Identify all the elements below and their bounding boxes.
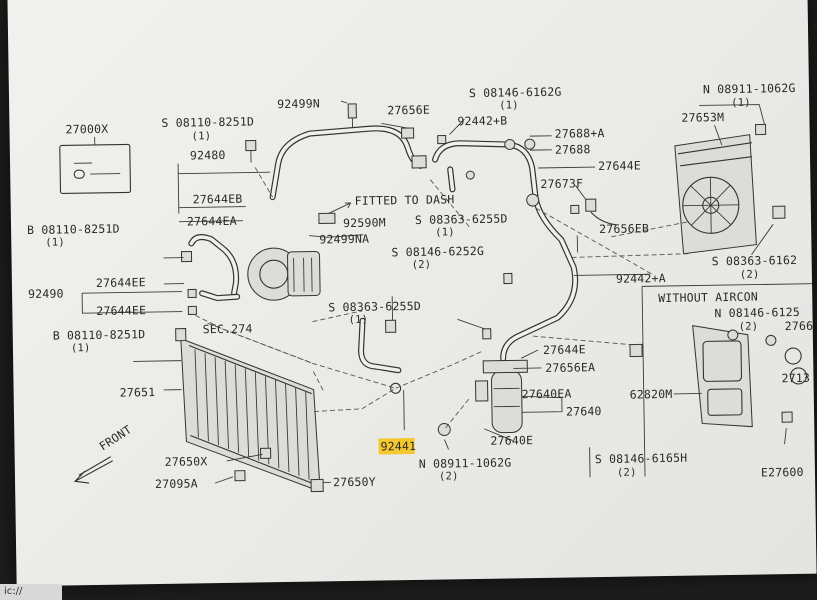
condenser-fin: [244, 368, 250, 457]
label-2766: 2766: [785, 319, 814, 333]
label-27673f: 27673F: [540, 176, 583, 191]
label-27650x: 27650X: [165, 454, 208, 469]
label-92441: 92441: [380, 439, 416, 454]
dashed-leader-lines: [195, 167, 692, 430]
label-s08363-6162-right: S 08363-6162: [712, 253, 798, 268]
label-sec274: SEC.274: [203, 322, 253, 337]
label-27640ea: 27640EA: [522, 387, 572, 402]
parts-diagram-sheet: 27000X: [7, 0, 817, 587]
label-92499na: 92499NA: [319, 232, 369, 247]
label-27656e-top: 27656E: [387, 103, 430, 118]
label-92442b: 92442+B: [457, 113, 507, 128]
qty-s08363-6255d-mid: (1): [348, 314, 368, 326]
condenser-fin: [194, 349, 199, 438]
fitted-to-dash-arrow: [318, 202, 352, 224]
qty-s08146-6252g: (2): [412, 259, 432, 271]
condenser-fin: [214, 357, 219, 446]
label-27656eb: 27656EB: [599, 221, 649, 236]
label-b08110-8251d-bot: B 08110-8251D: [53, 327, 146, 342]
leader-lines: [81, 100, 813, 484]
condenser-fin: [305, 391, 310, 480]
qty-b08110-8251d-bot: (1): [71, 342, 91, 354]
label-fitted-to-dash: FITTED TO DASH: [355, 192, 455, 208]
label-27650y: 27650Y: [333, 475, 376, 490]
label-27651: 27651: [120, 385, 156, 400]
photo-viewport: 27000X: [7, 0, 817, 587]
label-27095a: 27095A: [155, 476, 198, 491]
label-s08146-6252g: S 08146-6252G: [391, 244, 484, 259]
condenser-27651: [175, 328, 324, 493]
label-27640: 27640: [566, 404, 602, 419]
qty-b08110-8251d-left: (1): [45, 236, 65, 248]
label-b08110-8251d-left: B 08110-8251D: [27, 222, 120, 237]
label-e27600: E27600: [761, 465, 804, 480]
qty-n08146-6125: (2): [739, 321, 759, 333]
label-plate-27000x: [59, 143, 132, 195]
condenser-fin: [295, 387, 300, 476]
label-without-aircon: WITHOUT AIRCON: [658, 290, 758, 306]
label-s08363-6255d-top: S 08363-6255D: [415, 211, 508, 226]
label-27640e: 27640E: [490, 433, 533, 448]
heater-unit-62820m: [692, 324, 808, 428]
label-27644eb: 27644EB: [193, 192, 243, 207]
fittings-top: [245, 134, 617, 226]
label-27656ea: 27656EA: [545, 360, 595, 375]
label-27688a: 27688+A: [555, 126, 605, 141]
condenser-fin: [254, 372, 260, 461]
parts-diagram: 27000X: [27, 81, 814, 493]
label-92499n: 92499N: [277, 96, 320, 111]
label-62820m: 62820M: [630, 387, 673, 402]
qty-n08911-1062g-bot: (2): [439, 470, 459, 482]
label-front: FRONT: [97, 422, 135, 453]
status-bar: ic://: [0, 584, 62, 600]
compressor-sec274: [180, 234, 321, 316]
label-27644ee-b: 27644EE: [96, 303, 146, 318]
front-arrow-icon: [73, 456, 113, 484]
label-n08911-1062g-top: N 08911-1062G: [703, 81, 796, 96]
qty-s08363-6162-right: (2): [740, 269, 760, 281]
receiver-drier-27640: [437, 272, 643, 437]
highlight-marker: [378, 437, 415, 455]
label-n08146-6125: N 08146-6125: [714, 305, 800, 320]
label-2713: 2713: [781, 371, 810, 385]
pipe-92441: [358, 317, 402, 394]
label-27000x: 27000X: [65, 122, 108, 137]
label-92442a: 92442+A: [616, 271, 666, 286]
label-s08110-8251d-top: S 08110-8251D: [161, 114, 254, 129]
label-27688: 27688: [555, 142, 591, 157]
pipe-92442b: [432, 138, 579, 362]
qty-s08146-6165h: (2): [617, 466, 637, 478]
condenser-fin: [234, 364, 240, 453]
hose-92480: [269, 103, 427, 201]
condenser-fin: [204, 353, 209, 442]
label-27644ee-a: 27644EE: [96, 275, 146, 290]
evaporator-unit-27653m: [674, 123, 786, 255]
label-n08911-1062g-bot: N 08911-1062G: [419, 455, 512, 470]
condenser-fin: [285, 383, 290, 472]
label-27644ea: 27644EA: [187, 214, 237, 229]
qty-s08146-6162g: (1): [499, 99, 519, 111]
part-labels: S 08110-8251D (1) 92499N 92480 27644EB 2…: [27, 81, 814, 491]
label-92480: 92480: [190, 148, 226, 163]
label-92590m: 92590M: [343, 215, 386, 230]
qty-n08911-1062g-top: (1): [731, 97, 751, 109]
qty-s08363-6255d-top: (1): [435, 226, 455, 238]
label-s08146-6165h: S 08146-6165H: [595, 451, 688, 466]
condenser-fin: [224, 360, 230, 449]
condenser-fin: [275, 380, 280, 469]
label-s08146-6162g: S 08146-6162G: [469, 85, 562, 100]
qty-s08110-8251d-top: (1): [192, 130, 212, 142]
label-27644e-right: 27644E: [598, 158, 641, 173]
label-27644e-mid: 27644E: [543, 342, 586, 357]
label-92490: 92490: [28, 286, 64, 301]
label-s08363-6255d-mid: S 08363-6255D: [328, 299, 421, 314]
label-27653m: 27653M: [681, 110, 724, 125]
